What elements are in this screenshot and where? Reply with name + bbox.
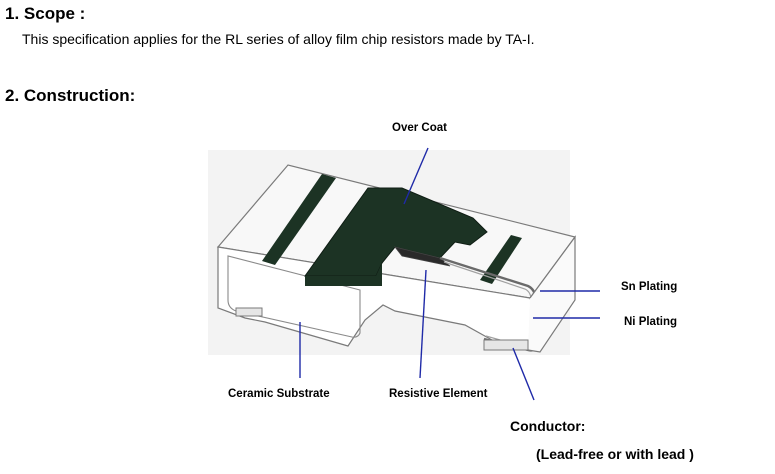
label-over-coat: Over Coat	[392, 122, 447, 134]
label-ceramic-substrate: Ceramic Substrate	[228, 388, 330, 400]
label-conductor: Conductor:	[510, 418, 586, 434]
scope-text: This specification applies for the RL se…	[22, 31, 535, 47]
over-coat	[304, 187, 488, 277]
over-coat-front	[305, 263, 382, 286]
leader-over-coat	[403, 147, 429, 205]
leader-resistive-element	[419, 269, 427, 379]
conductor-strip-left	[262, 174, 336, 265]
scope-heading: 1. Scope :	[5, 4, 86, 23]
bottom-pad-left	[235, 307, 263, 317]
label-resistive-element: Resistive Element	[389, 388, 488, 400]
substrate-front-panel	[227, 255, 361, 338]
chip-right-end	[527, 235, 576, 353]
construction-heading: 2. Construction:	[5, 86, 136, 105]
resistive-element	[393, 246, 451, 267]
label-ni-plating: Ni Plating	[624, 316, 678, 328]
label-sn-plating: Sn Plating	[621, 281, 678, 293]
bottom-pad-right	[483, 339, 529, 351]
conductor-strip-right	[480, 235, 522, 284]
leader-conductor	[512, 347, 535, 401]
label-conductor-note: (Lead-free or with lead )	[536, 446, 694, 462]
